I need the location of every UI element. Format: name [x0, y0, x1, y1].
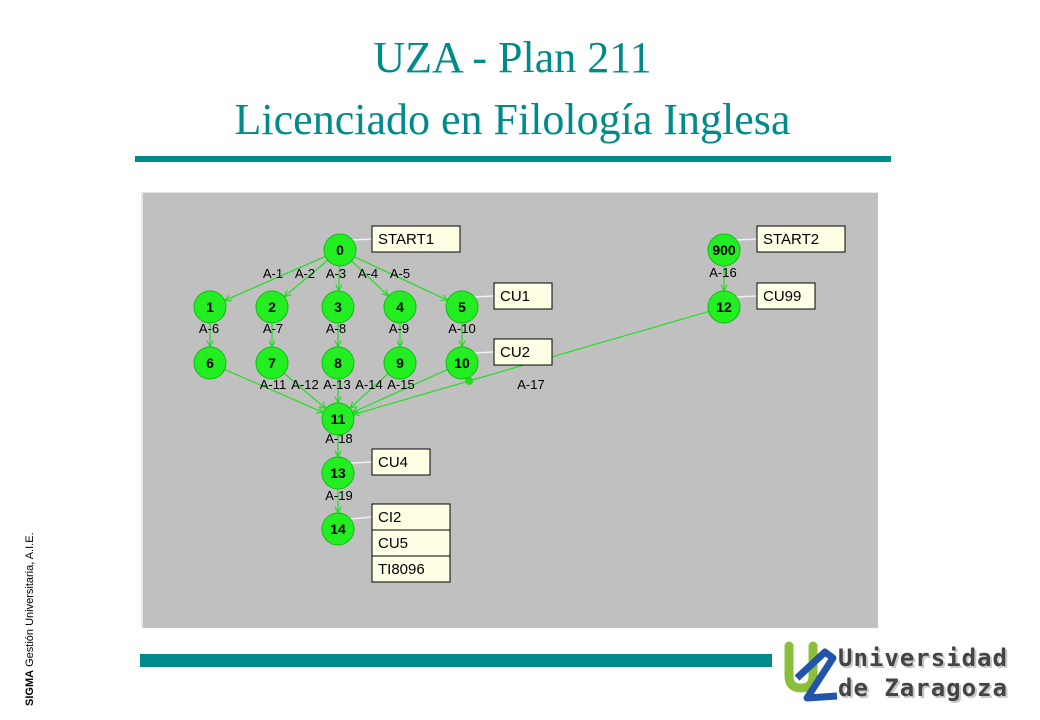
tag-connector — [735, 238, 758, 241]
node-label: 6 — [206, 355, 214, 371]
university-logo-icon — [784, 641, 838, 702]
logo-text-line1: Universidad — [838, 644, 1008, 672]
node-label: 11 — [331, 411, 346, 427]
node-10 — [445, 346, 479, 380]
edge-label: A-5 — [390, 266, 410, 281]
node-label: 7 — [268, 355, 276, 371]
edge-label: A-8 — [326, 321, 346, 336]
side-credit-brand: SIGMA — [24, 669, 36, 706]
logo-text-line2: de Zaragoza — [838, 674, 1008, 702]
edge-label: A-7 — [263, 321, 283, 336]
edge-label: A-4 — [358, 266, 378, 281]
edge-a-4 — [351, 260, 389, 297]
node-label: 3 — [334, 299, 342, 315]
node-label: 900 — [712, 242, 736, 258]
tag-connector — [473, 351, 495, 354]
tag-label-start1: START1 — [378, 231, 434, 248]
edge-label: A-19 — [325, 488, 352, 503]
node-1 — [193, 290, 227, 324]
edge-a-11 — [224, 368, 324, 414]
edge-a-15 — [352, 369, 448, 413]
tag-box-cu5 — [371, 529, 451, 557]
tag-label-cu4: CU4 — [378, 454, 408, 471]
node-2 — [255, 290, 289, 324]
edge-label: A-13 — [323, 377, 350, 392]
edge-a-12 — [283, 372, 327, 410]
edge-label: A-1 — [263, 266, 283, 281]
side-credit-text: Gestión Universitaria, A.I.E. — [24, 532, 36, 667]
tag-label-cu2: CU2 — [500, 344, 530, 361]
node-label: 5 — [458, 299, 466, 315]
tag-box-start2 — [756, 225, 846, 253]
node-label: 9 — [396, 355, 404, 371]
edge-label: A-12 — [291, 377, 318, 392]
tag-label-cu1: CU1 — [500, 288, 530, 305]
node-11 — [321, 402, 355, 436]
edge-label: A-15 — [387, 377, 414, 392]
edge-label: A-3 — [326, 266, 346, 281]
bottom-divider — [140, 654, 772, 667]
edge-label: A-14 — [355, 377, 382, 392]
tag-box-start1 — [371, 225, 461, 253]
edge-label: A-9 — [389, 321, 409, 336]
node-14 — [321, 512, 355, 546]
tag-connector — [351, 238, 373, 241]
edge-label: A-10 — [448, 321, 475, 336]
node-label: 14 — [330, 521, 346, 537]
node-label: 0 — [336, 242, 344, 258]
tag-connector — [473, 295, 495, 298]
edge-a-5 — [354, 256, 448, 301]
tag-box-cu1 — [493, 282, 553, 310]
tag-box-ci2 — [371, 503, 451, 531]
edge-label: A-6 — [199, 321, 219, 336]
edge-a-1 — [224, 255, 326, 302]
edge-label: A-16 — [709, 265, 736, 280]
node-label: 8 — [334, 355, 342, 371]
tag-label-start2: START2 — [763, 231, 819, 248]
tag-connector — [735, 295, 758, 298]
tag-connector — [349, 461, 373, 464]
edge-label: A-11 — [260, 377, 287, 392]
node-label: 13 — [330, 465, 346, 481]
tag-box-cu2 — [493, 338, 553, 366]
node-0 — [323, 233, 357, 267]
tag-box-cu4 — [371, 448, 431, 476]
top-divider — [135, 156, 891, 162]
edge-a-14 — [349, 373, 389, 409]
tag-box-ti8096 — [371, 555, 451, 583]
edge-a-2 — [283, 259, 329, 298]
edge-label: A-2 — [295, 266, 315, 281]
tag-connector — [349, 516, 373, 520]
tag-box-cu99 — [756, 282, 816, 310]
tag-label-ci2: CI2 — [378, 509, 401, 526]
node-label: 10 — [454, 355, 470, 371]
node-label: 2 — [268, 299, 276, 315]
edge-a-3 — [337, 265, 341, 292]
node-3 — [321, 290, 355, 324]
page-subtitle: Licenciado en Filología Inglesa — [234, 95, 791, 144]
node-12 — [707, 290, 741, 324]
node-label: 1 — [206, 299, 214, 315]
tag-label-cu99: CU99 — [763, 288, 801, 305]
node-label: 4 — [396, 299, 404, 315]
node-6 — [193, 346, 227, 380]
node-8 — [321, 346, 355, 380]
node-label: 12 — [716, 299, 732, 315]
tag-label-cu5: CU5 — [378, 535, 408, 552]
node-13 — [321, 456, 355, 490]
edge-label: A-18 — [325, 431, 352, 446]
node-900 — [707, 233, 741, 267]
page-title: UZA - Plan 211 — [373, 33, 652, 82]
node-5 — [445, 290, 479, 324]
tag-label-ti8096: TI8096 — [378, 561, 425, 578]
node-7 — [255, 346, 289, 380]
node-4 — [383, 290, 417, 324]
side-credit: SIGMA Gestión Universitaria, A.I.E. — [24, 532, 36, 706]
node-9 — [383, 346, 417, 380]
edge-junction-dot — [465, 376, 474, 385]
edge-label: A-17 — [517, 377, 544, 392]
